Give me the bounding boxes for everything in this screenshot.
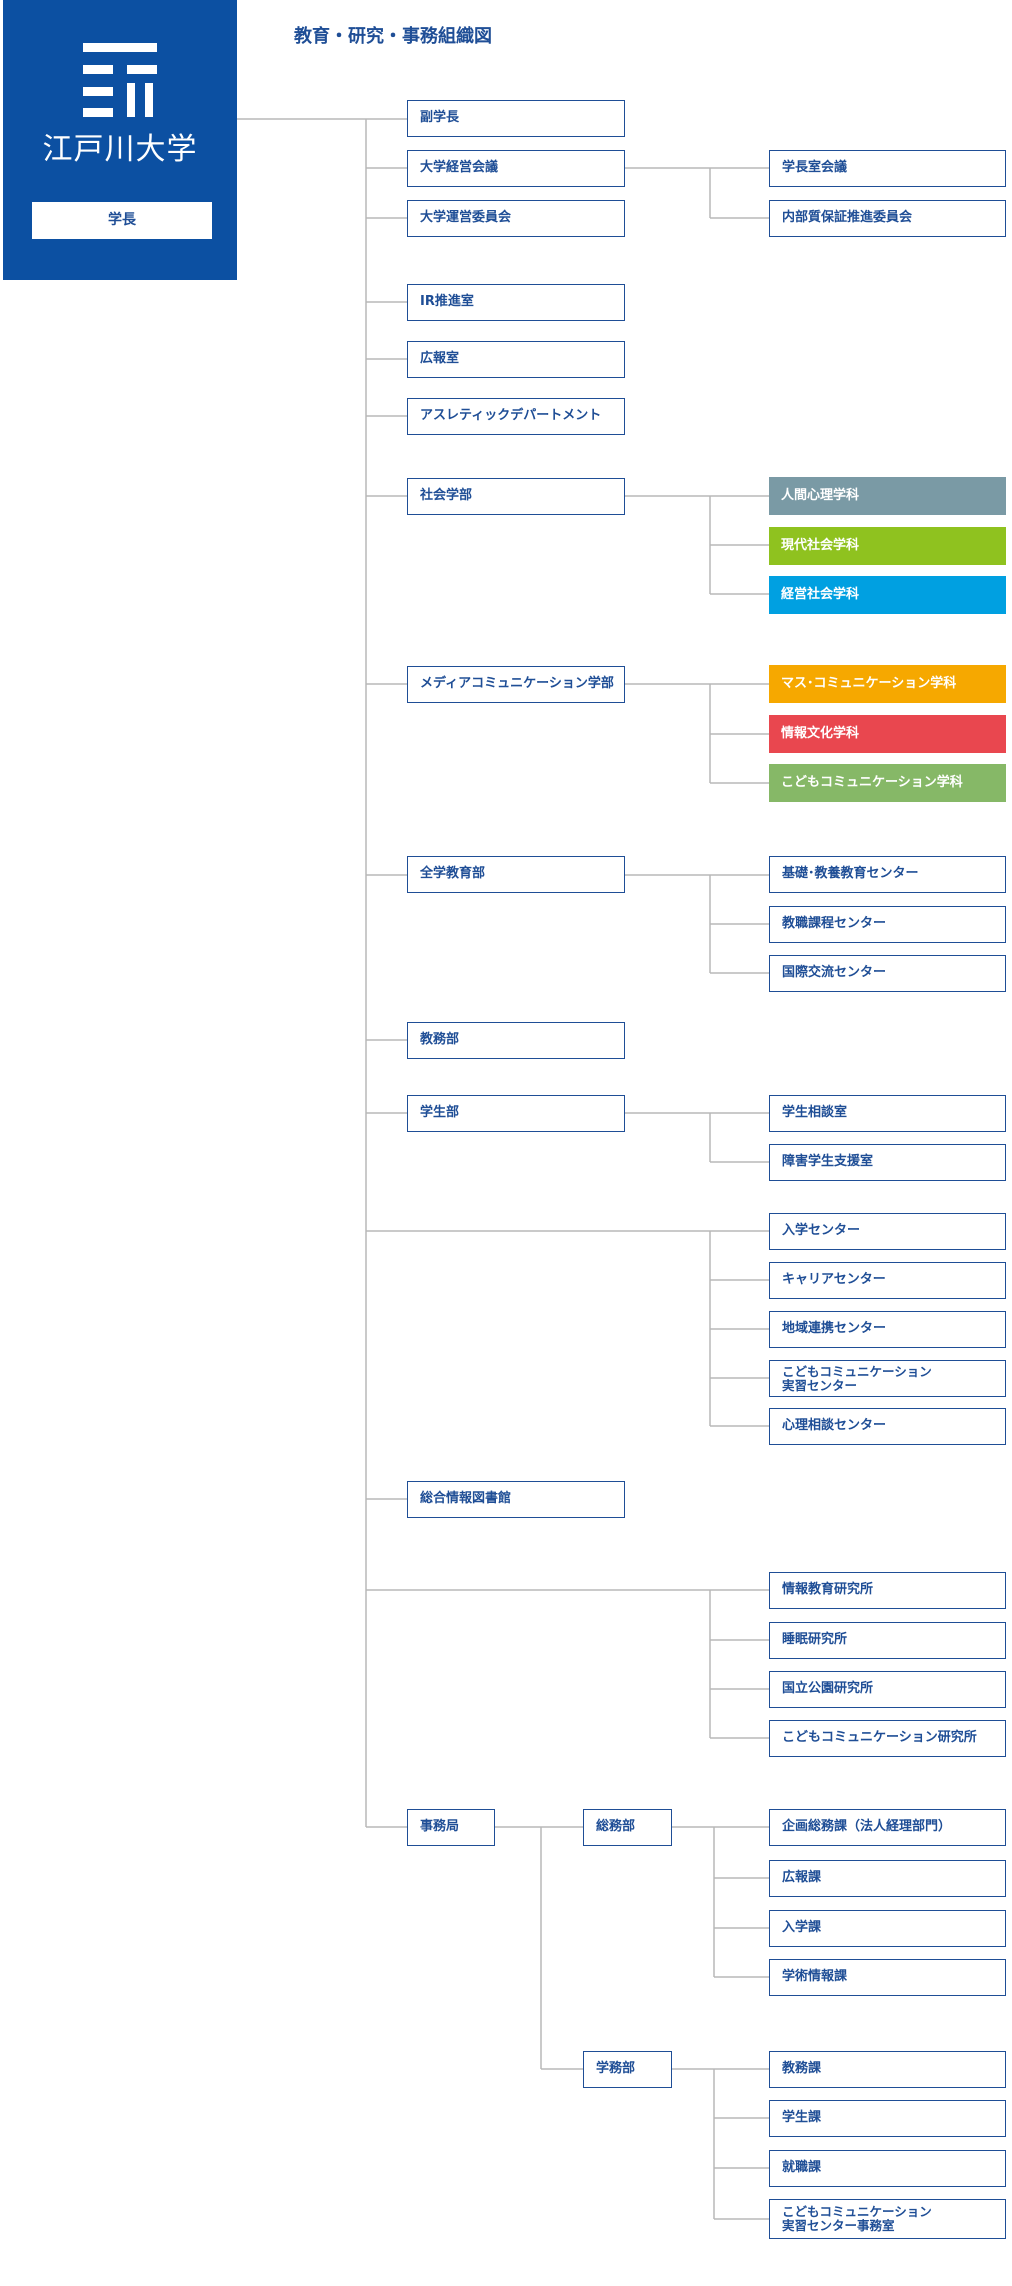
node-kyomuka: 教務課 [769,2051,1006,2088]
node-gakumubu: 学務部 [583,2051,672,2088]
node-jimukyoku: 事務局 [407,1809,495,1846]
node-kodomo-jisshu-center: こどもコミュニケーション 実習センター [769,1360,1006,1397]
node-sogo-joho-toshokan: 総合情報図書館 [407,1481,625,1518]
node-kohoka: 広報課 [769,1860,1006,1897]
node-gakuseika: 学生課 [769,2100,1006,2137]
node-kokuritsu-koen-kenkyusho: 国立公園研究所 [769,1671,1006,1708]
node-gakusei-sodanshitsu: 学生相談室 [769,1095,1006,1132]
node-kohoshitsu: 広報室 [407,341,625,378]
node-somubu: 総務部 [583,1809,672,1846]
node-joho-bunka-gakka: 情報文化学科 [769,715,1006,753]
node-kodomo-comm-gakka: こどもコミュニケーション学科 [769,764,1006,802]
node-shinri-sodan-center: 心理相談センター [769,1408,1006,1445]
node-kodomo-jisshu-center-line1: こどもコミュニケーション [782,1363,932,1379]
node-daigaku-keiei-kaigi: 大学経営会議 [407,150,625,187]
node-president: 学長 [32,202,212,239]
node-ningen-shinri-gakka: 人間心理学科 [769,477,1006,515]
node-kodomo-jisshu-jimushitsu: こどもコミュニケーション 実習センター事務室 [769,2199,1006,2239]
node-daigaku-unei-iinkai: 大学運営委員会 [407,200,625,237]
node-kodomo-jisshu-center-line2: 実習センター [782,1377,858,1393]
node-kiso-kyoyo-center: 基礎･教養教育センター [769,856,1006,893]
node-kyoshoku-katei-center: 教職課程センター [769,906,1006,943]
node-shushokuka: 就職課 [769,2150,1006,2187]
node-shogai-gakusei-shienshitsu: 障害学生支援室 [769,1144,1006,1181]
node-kodomo-jisshu-jimushitsu-line2: 実習センター事務室 [782,2218,895,2233]
node-gendai-shakai-gakka: 現代社会学科 [769,527,1006,565]
node-shakai-gakubu: 社会学部 [407,478,625,515]
node-media-comm-gakubu: メディアコミュニケーション学部 [407,666,625,703]
node-gakuseibu: 学生部 [407,1095,625,1132]
node-ir-suishinshitsu: IR推進室 [407,284,625,321]
node-kikaku-somuka: 企画総務課（法人経理部門） [769,1809,1006,1846]
node-suimin-kenkyusho: 睡眠研究所 [769,1622,1006,1659]
node-zengaku-kyoikubu: 全学教育部 [407,856,625,893]
node-kodomo-jisshu-jimushitsu-line1: こどもコミュニケーション [782,2204,932,2220]
node-nyugaku-center: 入学センター [769,1213,1006,1250]
node-kodomo-comm-kenkyusho: こどもコミュニケーション研究所 [769,1720,1006,1757]
node-nyugakuka: 入学課 [769,1910,1006,1947]
node-gakuchoshitsu-kaigi: 学長室会議 [769,150,1006,187]
node-mass-comm-gakka: マス･コミュニケーション学科 [769,665,1006,703]
node-naibu-shitsu-hosho: 内部質保証推進委員会 [769,200,1006,237]
page-title: 教育・研究・事務組織図 [294,26,492,47]
node-fukugakucho: 副学長 [407,100,625,137]
university-name-logo: 江戸川大学 [42,132,198,167]
node-keiei-shakai-gakka: 経営社会学科 [769,576,1006,614]
node-kokusai-koryu-center: 国際交流センター [769,955,1006,992]
node-joho-kyoiku-kenkyusho: 情報教育研究所 [769,1572,1006,1609]
university-emblem-icon [83,43,157,117]
node-kyomubu: 教務部 [407,1022,625,1059]
node-chiiki-renkei-center: 地域連携センター [769,1311,1006,1348]
node-athletic-department: アスレティックデパートメント [407,398,625,435]
node-gakujutsu-johoka: 学術情報課 [769,1959,1006,1996]
node-career-center: キャリアセンター [769,1262,1006,1299]
university-logo-panel: 江戸川大学 学長 [3,0,237,280]
